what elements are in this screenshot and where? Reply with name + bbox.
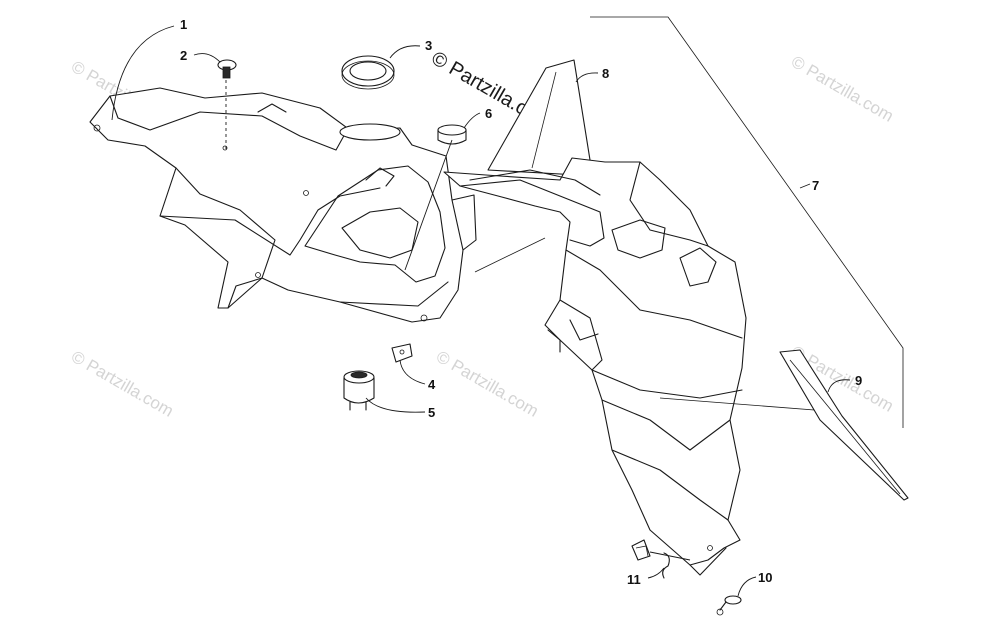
leader-10 xyxy=(737,576,757,597)
leader-3 xyxy=(389,45,421,59)
watermark-mid-center: © Partzilla.com xyxy=(433,347,542,421)
callout-1: 1 xyxy=(180,17,187,32)
leader-1 xyxy=(111,25,175,121)
callout-6: 6 xyxy=(485,106,492,121)
callout-3: 3 xyxy=(425,38,432,53)
gasket-ring-part-3 xyxy=(341,55,395,90)
leader-11 xyxy=(647,567,665,579)
screw-part-2 xyxy=(217,59,237,150)
watermark-mid-left: © Partzilla.com xyxy=(68,347,177,421)
leader-8 xyxy=(575,72,599,83)
callout-7: 7 xyxy=(812,178,819,193)
grommet-part-6 xyxy=(404,124,467,271)
leader-4 xyxy=(399,359,426,385)
watermark-top-right: © Partzilla.com xyxy=(788,52,897,126)
switch-part-5 xyxy=(343,370,375,411)
pin-part-10 xyxy=(716,595,742,616)
leader-9 xyxy=(827,379,851,393)
leader-6 xyxy=(463,112,481,129)
callout-4: 4 xyxy=(428,377,436,392)
decal-part-8 xyxy=(487,59,591,176)
callout-8: 8 xyxy=(602,66,609,81)
decal-part-9 xyxy=(779,349,909,501)
callout-numbers: 1 2 3 4 5 6 7 8 9 10 11 xyxy=(180,17,862,587)
callout-10: 10 xyxy=(758,570,772,585)
callout-9: 9 xyxy=(855,373,862,388)
clip-part-4 xyxy=(391,343,413,363)
leader-5 xyxy=(365,397,426,413)
callout-5: 5 xyxy=(428,405,435,420)
clip-part-11 xyxy=(631,539,691,579)
right-shroud-part-7 xyxy=(443,157,841,576)
callout-11: 11 xyxy=(627,572,641,587)
leader-lines xyxy=(111,25,851,597)
bracket-part-7 xyxy=(590,16,904,428)
leader-2 xyxy=(193,53,221,63)
callout-2: 2 xyxy=(180,48,187,63)
left-shroud-part-1 xyxy=(89,87,477,323)
leader-7 xyxy=(799,183,811,189)
